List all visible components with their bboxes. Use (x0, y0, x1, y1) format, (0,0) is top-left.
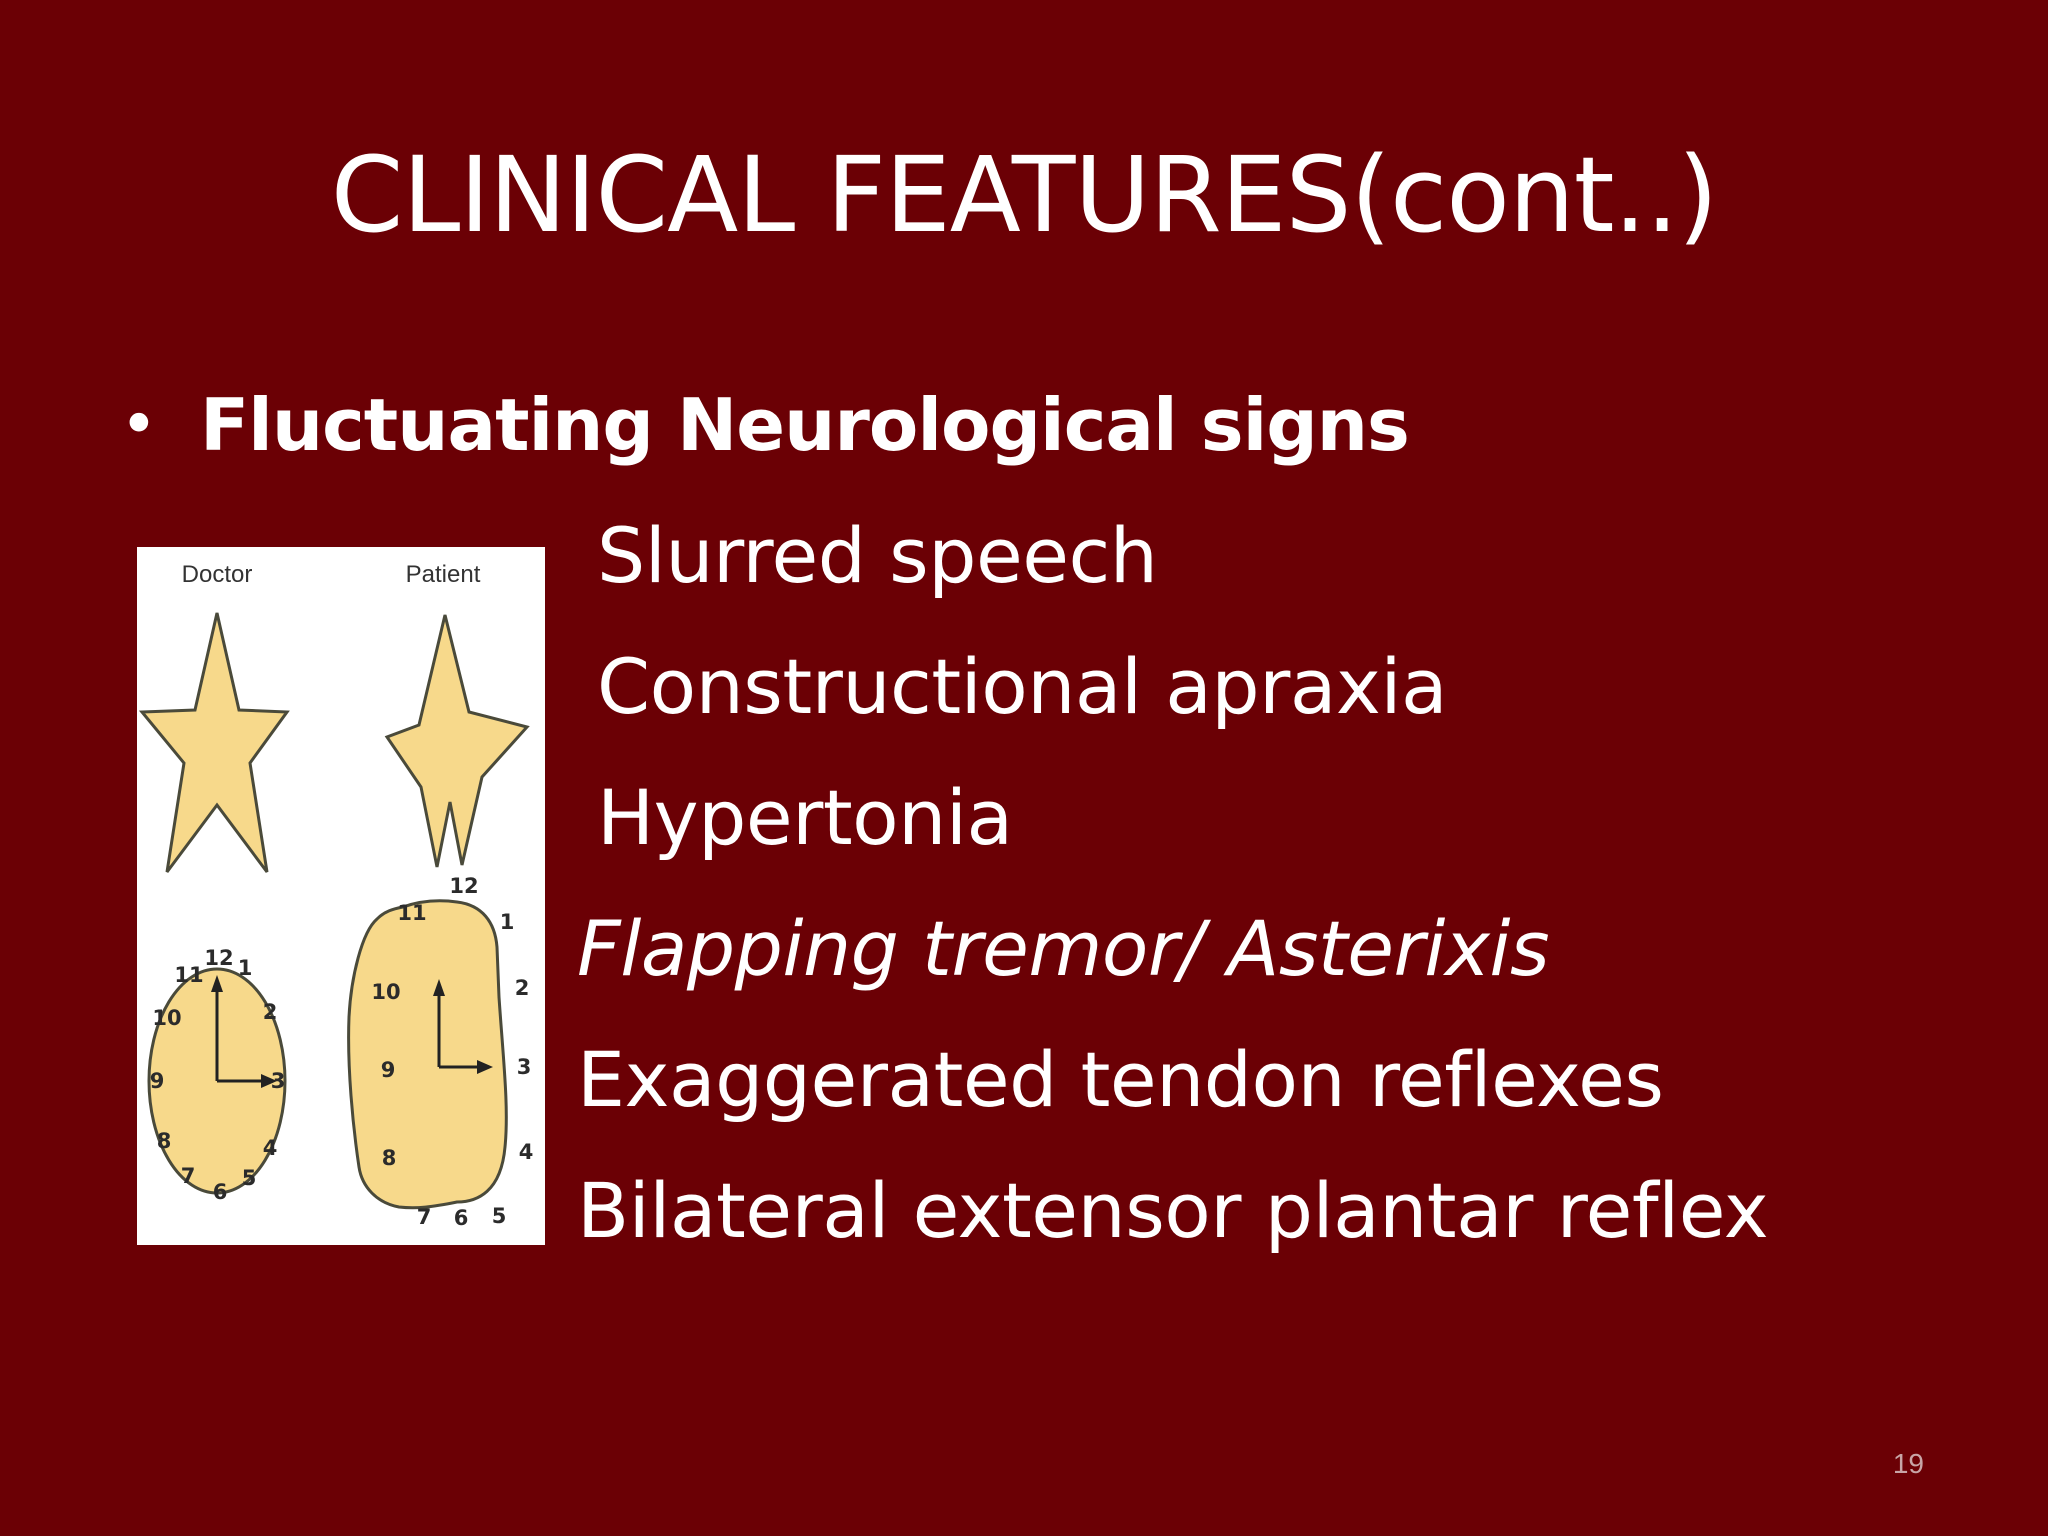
patient-clock-number: 5 (492, 1204, 507, 1228)
patient-clock-number: 12 (449, 874, 478, 898)
patient-clock-number: 10 (371, 980, 400, 1004)
slide-title: CLINICAL FEATURES(cont..) (330, 134, 1718, 256)
doctor-clock-number: 4 (263, 1136, 278, 1160)
sign-item-italic: Flapping tremor/ Asterixis (577, 904, 1550, 993)
doctor-clock-number: 1 (238, 956, 253, 980)
sign-item: Bilateral extensor plantar reflex (577, 1166, 1769, 1255)
sign-item: Hypertonia (597, 773, 1013, 862)
doctor-clock-number: 10 (152, 1006, 181, 1030)
patient-clock-number: 2 (515, 976, 530, 1000)
patient-star-drawing (384, 614, 530, 868)
bullet-heading: • Fluctuating Neurological signs (120, 380, 1410, 470)
doctor-clock-number: 3 (271, 1069, 286, 1093)
bullet-heading-text: Fluctuating Neurological signs (200, 383, 1410, 467)
doctor-clock-number: 6 (213, 1180, 228, 1204)
doctor-clock-number: 11 (174, 963, 203, 987)
bullet-dot-icon: • (120, 388, 158, 462)
sign-item: Exaggerated tendon reflexes (577, 1035, 1664, 1124)
patient-clock-number: 1 (500, 910, 515, 934)
sign-item: Slurred speech (597, 511, 1158, 600)
doctor-clock-number: 12 (204, 946, 233, 970)
doctor-clock-drawing: 12 1 2 3 4 5 6 7 8 9 10 11 (147, 946, 287, 1204)
patient-clock-number: 4 (519, 1140, 534, 1164)
patient-clock-number: 8 (382, 1146, 397, 1170)
sign-item: Constructional apraxia (597, 642, 1448, 731)
patient-clock-drawing: 12 1 2 3 4 5 6 7 8 9 10 11 (347, 874, 534, 1230)
page-number: 19 (1892, 1448, 1924, 1479)
drawing-test-figure: Doctor Patient 12 1 2 3 4 5 6 7 (137, 547, 545, 1245)
doctor-star-drawing (138, 612, 290, 873)
doctor-clock-number: 2 (263, 1000, 278, 1024)
patient-clock-number: 3 (517, 1055, 532, 1079)
doctor-clock-number: 5 (242, 1166, 257, 1190)
patient-clock-number: 6 (454, 1206, 469, 1230)
doctor-clock-number: 8 (157, 1129, 172, 1153)
doctor-label: Doctor (182, 561, 253, 588)
patient-clock-number: 11 (397, 901, 426, 925)
doctor-clock-number: 9 (150, 1069, 165, 1093)
drawing-test-illustration: Doctor Patient 12 1 2 3 4 5 6 7 (138, 561, 534, 1230)
patient-label: Patient (406, 561, 481, 588)
patient-clock-number: 9 (381, 1058, 396, 1082)
patient-clock-number: 7 (417, 1205, 432, 1229)
doctor-clock-number: 7 (181, 1164, 196, 1188)
